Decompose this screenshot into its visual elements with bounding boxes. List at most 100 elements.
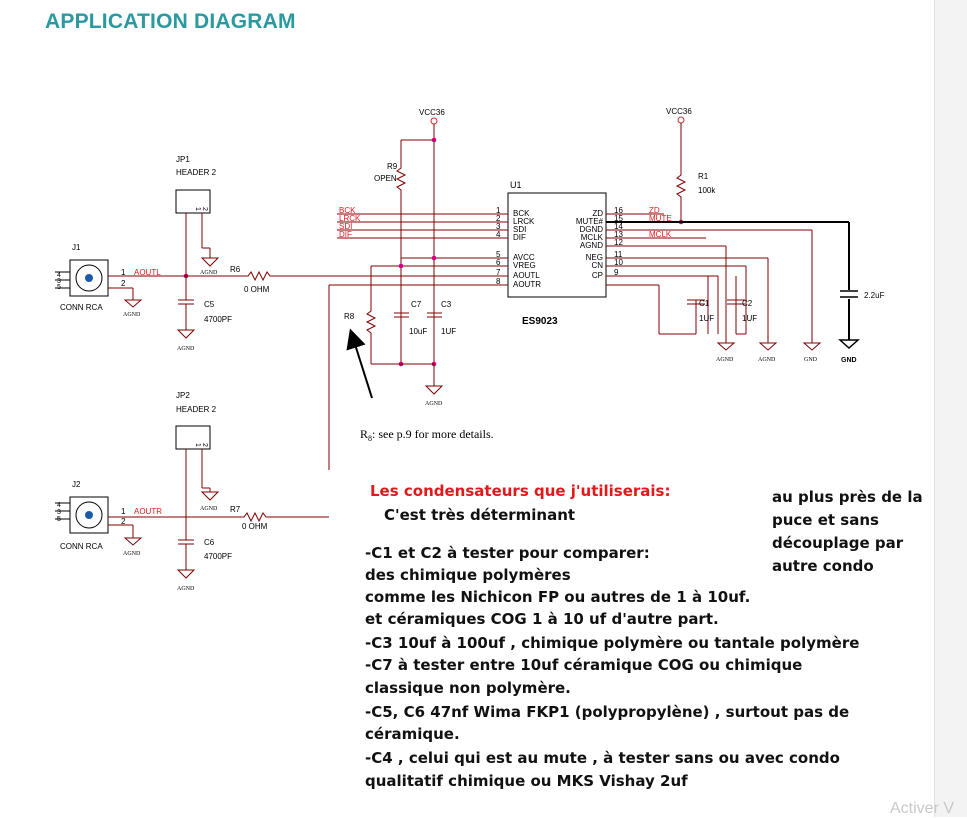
c1-ref: C1 [699, 299, 710, 308]
r6-value: 0 OHM [244, 285, 270, 294]
notes-line7: -C7 à tester entre 10uf céramique COG ou… [365, 656, 803, 674]
right-pin-name: DGND [579, 225, 603, 234]
chip-name: ES9023 [522, 316, 558, 327]
scrollbar[interactable] [934, 0, 967, 817]
c2-value: 1UF [742, 314, 757, 323]
schematic-lower: AGND J2 CONN RCA 435 1 2 AGND AOUTR R7 0… [55, 470, 329, 592]
j1-name: CONN RCA [60, 303, 103, 312]
r8-arrow [346, 328, 373, 399]
svg-text:AGND: AGND [200, 506, 218, 512]
c3-ref: C3 [441, 300, 452, 309]
notes-line2: -C1 et C2 à tester pour comparer: [365, 544, 650, 562]
j1-ref: J1 [72, 243, 81, 252]
c5-capacitor: AGND C5 4700PF [176, 299, 232, 352]
right-note: au plus près de la puce et sans découpla… [772, 486, 923, 578]
notes-line1: C'est très déterminant [384, 506, 576, 524]
agnd-label-r1: AGND [716, 357, 734, 363]
left-pin-name: DIF [513, 233, 526, 242]
left-pin-net: DIF [339, 230, 352, 239]
right-pin-net: MCLK [649, 230, 672, 239]
right-pin-num: 9 [614, 268, 619, 277]
right-pin-name: CN [591, 261, 603, 270]
notes-line8: classique non polymère. [365, 679, 571, 697]
right-grounds: AGND AGND GND GND [716, 339, 860, 364]
aoutl-net: AOUTL [134, 268, 161, 277]
left-pin-num: 3 [496, 222, 501, 231]
j2-pin2: 2 [121, 517, 126, 526]
right-pin-net: ZD [649, 206, 660, 215]
vcc-right-label: VCC36 [666, 107, 692, 116]
c4-value: 2.2uF [864, 291, 885, 300]
left-pin-name: AVCC [513, 253, 535, 262]
c5-value: 4700PF [204, 315, 232, 324]
left-pin-name: AOUTR [513, 280, 541, 289]
svg-text:AGND: AGND [123, 551, 141, 557]
notes-heading: Les condensateurs que j'utiliserais: [370, 482, 671, 500]
r7-ref: R7 [230, 505, 241, 514]
r7-resistor: R7 0 OHM [230, 505, 329, 531]
c3-value: 1UF [441, 327, 456, 336]
right-pin-name: MUTE# [576, 217, 604, 226]
right-pin-num: 10 [614, 258, 623, 267]
notes-line5: et céramiques COG 1 à 10 uf d'autre part… [365, 610, 719, 628]
svg-text:3: 3 [57, 509, 61, 516]
c5-ref: C5 [204, 300, 215, 309]
notes-line6: -C3 10uf à 100uf , chimique polymère ou … [365, 634, 860, 652]
c4-capacitor: 2.2uF [840, 290, 885, 300]
svg-text:AGND: AGND [177, 346, 195, 352]
left-pin-net: SDI [339, 222, 352, 231]
vcc-wires [400, 139, 435, 385]
c2-capacitor: C2 1UF [727, 299, 757, 323]
left-pin-wires [276, 213, 508, 470]
c7-capacitor: C7 10uF [394, 300, 427, 336]
svg-text:3: 3 [57, 278, 61, 285]
left-pin-num: 6 [496, 258, 501, 267]
vcc-right-symbol: VCC36 [666, 107, 692, 170]
c1-value: 1UF [699, 314, 714, 323]
left-pin-num: 5 [496, 250, 501, 259]
r8-note: R8: see p.9 for more details. [360, 427, 494, 443]
j2-ref: J2 [72, 480, 81, 489]
r9-resistor: R9 OPEN [374, 162, 407, 195]
mute-net [606, 221, 850, 340]
jp1-name: HEADER 2 [176, 168, 217, 177]
r1-value: 100k [698, 186, 716, 195]
right-pin-num: 13 [614, 230, 623, 239]
r6-ref: R6 [230, 265, 241, 274]
right-note-line3: découplage par [772, 534, 904, 552]
notes-line3: des chimique polymères [365, 566, 571, 584]
right-pin-num: 16 [614, 206, 623, 215]
agnd-label: AGND [425, 401, 443, 407]
svg-text:2: 2 [201, 443, 208, 447]
r9-ref: R9 [387, 162, 398, 171]
notes-line9: -C5, C6 47nf Wima FKP1 (polypropylène) ,… [365, 703, 850, 721]
r6-resistor: R6 0 OHM [230, 265, 276, 294]
left-pin-num: 8 [496, 277, 501, 286]
vcc-left-label: VCC36 [419, 108, 445, 117]
jp2-name: HEADER 2 [176, 405, 217, 414]
jp1-ref: JP1 [176, 155, 190, 164]
c6-value: 4700PF [204, 552, 232, 561]
agnd-ground-center: AGND [424, 364, 444, 407]
right-note-line1: au plus près de la [772, 488, 923, 506]
right-note-line4: autre condo [772, 557, 874, 575]
left-pin-net: BCK [339, 206, 356, 215]
left-pin-name: VREG [513, 261, 536, 270]
vcc-left-symbol: VCC36 [419, 108, 445, 140]
gnd-label: GND [804, 357, 818, 363]
notes-line11: -C4 , celui qui est au mute , à tester s… [365, 749, 840, 767]
right-pin-name: CP [592, 271, 603, 280]
jp2-wires: AGND [185, 470, 220, 540]
left-pin-num: 1 [496, 206, 501, 215]
page-title: APPLICATION DIAGRAM [45, 10, 296, 33]
left-pin-net: LRCK [339, 214, 361, 223]
jp2-ref: JP2 [176, 391, 190, 400]
agnd-label-r2: AGND [758, 357, 776, 363]
j2-name: CONN RCA [60, 542, 103, 551]
c7-value: 10uF [409, 327, 427, 336]
right-pin-name: AGND [580, 241, 603, 250]
svg-text:AGND: AGND [123, 312, 141, 318]
